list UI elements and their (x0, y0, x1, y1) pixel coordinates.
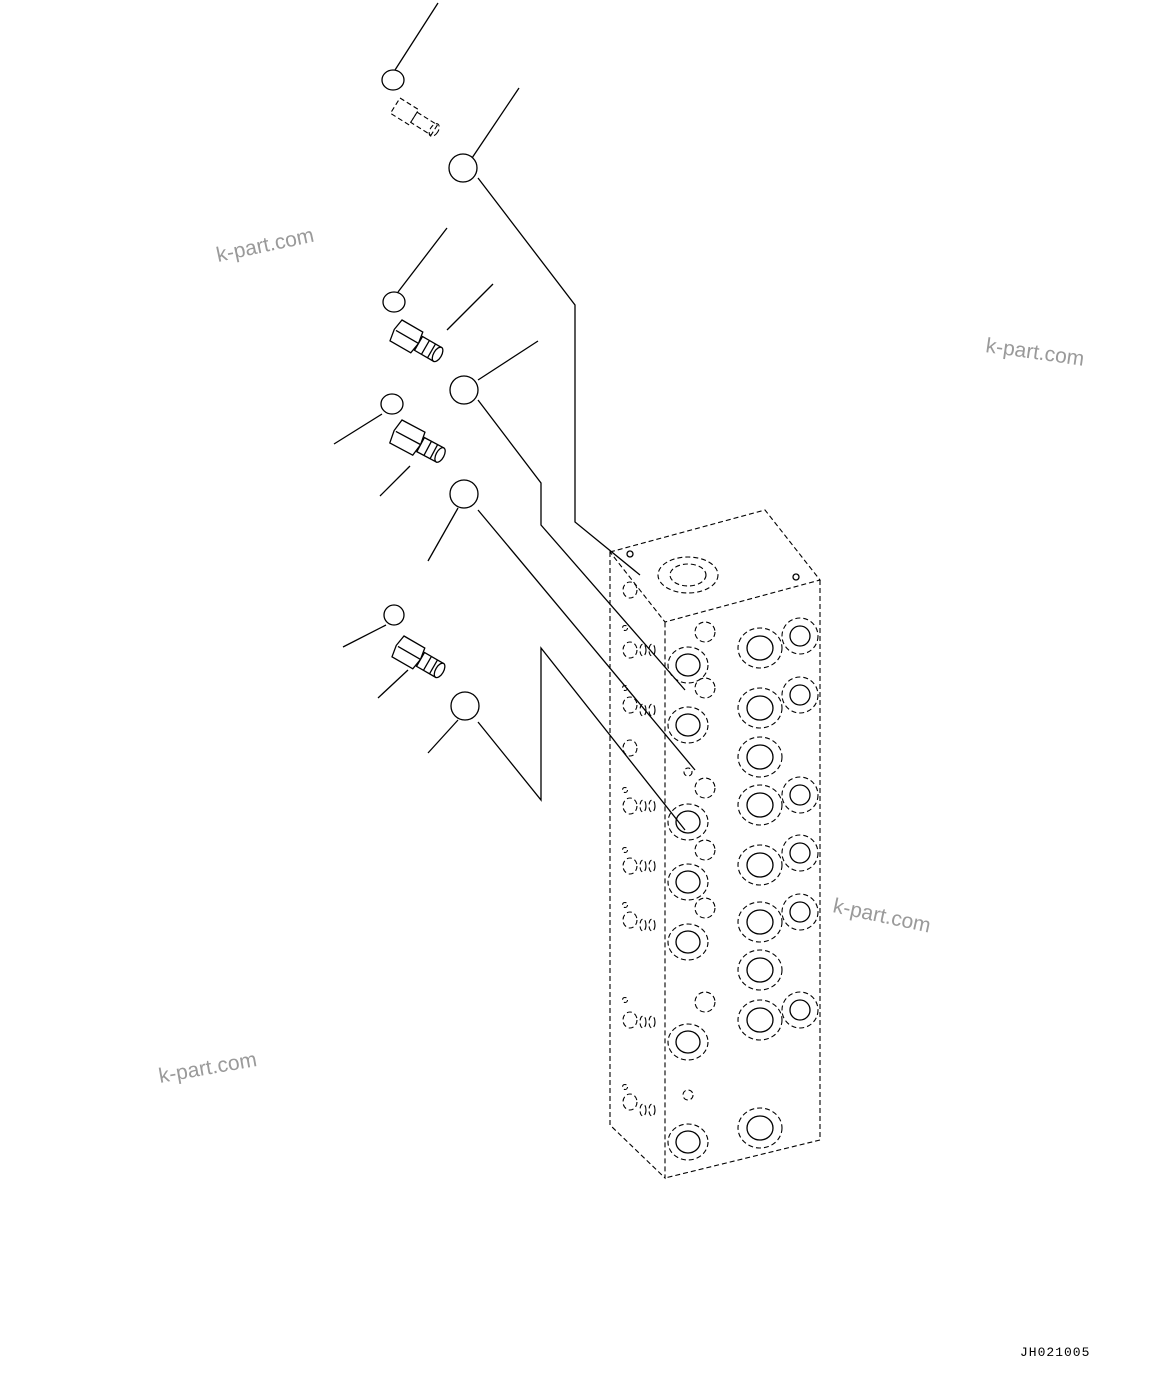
watermark-bottom-left: k-part.com (157, 1048, 259, 1088)
o-ring-3a (380, 393, 404, 415)
part-group-3 (333, 393, 696, 771)
o-ring-4b (450, 691, 480, 721)
front-ports-right (737, 617, 819, 1149)
elbow-fitting-4 (391, 635, 446, 679)
plug-fitting-1 (389, 97, 440, 137)
o-ring-1b (448, 153, 478, 183)
o-ring-2a (382, 291, 406, 313)
o-ring-3b (449, 479, 479, 509)
front-ports-left (667, 621, 716, 1161)
o-ring-1a (381, 69, 405, 91)
part-group-1 (381, 2, 641, 576)
watermark-right: k-part.com (984, 334, 1085, 371)
valve-block (609, 509, 821, 1180)
part-group-2 (382, 227, 686, 691)
drawing-code: JH021005 (1020, 1345, 1090, 1360)
part-group-4 (342, 604, 686, 831)
o-ring-4a (383, 604, 405, 626)
side-ports (621, 581, 656, 1117)
watermark-top-left: k-part.com (214, 224, 316, 267)
o-ring-2b (449, 375, 479, 405)
watermark-mid-right: k-part.com (831, 894, 933, 937)
elbow-fitting-2 (389, 319, 444, 363)
elbow-fitting-3 (388, 419, 446, 463)
